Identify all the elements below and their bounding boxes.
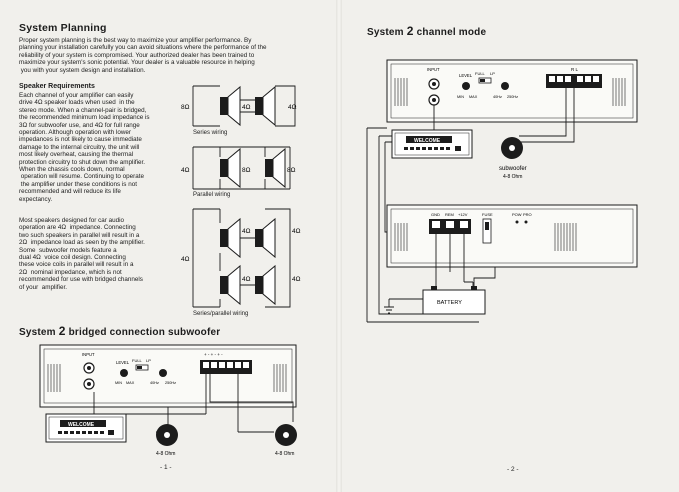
series-caption: Series wiring bbox=[193, 130, 228, 136]
svg-text:LP: LP bbox=[146, 358, 151, 363]
speaker-icon bbox=[220, 217, 241, 259]
svg-text:MIN: MIN bbox=[457, 95, 464, 99]
fuse-icon bbox=[482, 218, 492, 244]
sp-label: 4Ω bbox=[292, 228, 301, 235]
parallel-wiring-diagram: 4Ω 8Ω 8Ω bbox=[181, 146, 296, 190]
speaker-icon bbox=[220, 264, 241, 306]
welcome-display: WELCOME bbox=[68, 422, 95, 428]
svg-text:MAX: MAX bbox=[126, 381, 135, 385]
parallel-label: 4Ω bbox=[181, 167, 190, 174]
series-parallel-caption: Series/parallel wiring bbox=[193, 311, 249, 317]
battery bbox=[422, 289, 486, 315]
speaker-icon bbox=[220, 85, 241, 127]
svg-text:GND: GND bbox=[431, 212, 440, 217]
heatsink-fins-right bbox=[273, 364, 287, 392]
svg-text:LEVEL: LEVEL bbox=[116, 360, 130, 365]
crossover-knob-icon bbox=[501, 82, 509, 90]
sp-label: 4Ω bbox=[181, 256, 190, 263]
speaker-caption-left: 4-8 Ohm bbox=[156, 451, 175, 457]
sp-label: 4Ω bbox=[292, 276, 301, 283]
svg-text:40Hz: 40Hz bbox=[493, 95, 502, 99]
svg-text:FULL: FULL bbox=[132, 358, 143, 363]
parallel-label: 8Ω bbox=[242, 167, 251, 174]
series-parallel-wiring-diagram: 4Ω 4Ω 4Ω 4Ω 4Ω bbox=[181, 208, 301, 308]
level-knob-icon bbox=[462, 82, 470, 90]
svg-text:FUSE: FUSE bbox=[482, 212, 493, 217]
parallel-caption: Parallel wiring bbox=[193, 192, 231, 198]
head-unit bbox=[45, 413, 127, 443]
page-number-left: - 1 - bbox=[160, 464, 172, 471]
level-knob-icon bbox=[120, 369, 128, 377]
subwoofer-caption: subwoofer bbox=[499, 166, 527, 172]
svg-text:LP: LP bbox=[490, 71, 495, 76]
bridged-amplifier-diagram: INPUT LEVEL MIN MAX FULL LP 40Hz 250Hz +… bbox=[39, 344, 297, 457]
speaker-icon bbox=[255, 264, 276, 306]
svg-text:R L: R L bbox=[571, 67, 579, 72]
speaker-icon bbox=[265, 147, 286, 189]
speaker-requirements-text: Each channel of your amplifier can easil… bbox=[19, 92, 150, 203]
sp-label: 4Ω bbox=[242, 276, 251, 283]
sp-label: 4Ω bbox=[242, 228, 251, 235]
svg-text:LEVEL: LEVEL bbox=[459, 73, 473, 78]
series-label: 4Ω bbox=[288, 104, 297, 111]
welcome-display: WELCOME bbox=[414, 138, 441, 144]
heatsink-fins-left bbox=[394, 223, 408, 251]
series-label: 4Ω bbox=[242, 104, 251, 111]
svg-text:MAX: MAX bbox=[469, 95, 478, 99]
head-unit bbox=[391, 129, 473, 159]
svg-text:REM: REM bbox=[445, 212, 454, 217]
svg-text:INPUT: INPUT bbox=[82, 352, 95, 357]
speaker-requirements-title: Speaker Requirements bbox=[19, 83, 95, 90]
right-page: System 2 channel mode INPUT LEVEL MIN MA… bbox=[339, 0, 679, 492]
series-wiring-diagram: 8Ω 4Ω 4Ω bbox=[181, 85, 297, 127]
system-planning-title: System Planning bbox=[19, 22, 107, 34]
book-gutter bbox=[336, 0, 342, 492]
subwoofer-ohm: 4-8 Ohm bbox=[503, 174, 522, 180]
speaker-caption-right: 4-8 Ohm bbox=[275, 451, 294, 457]
intro-paragraph: Proper system planning is the best way t… bbox=[19, 37, 267, 74]
svg-text:POW: POW bbox=[512, 212, 522, 217]
svg-text:PRO: PRO bbox=[523, 212, 532, 217]
crossover-knob-icon bbox=[159, 369, 167, 377]
series-label: 8Ω bbox=[181, 104, 190, 111]
svg-text:250Hz: 250Hz bbox=[507, 95, 518, 99]
heatsink-fins-right bbox=[612, 78, 626, 106]
speaker-icon bbox=[220, 147, 241, 189]
protect-led-icon bbox=[524, 220, 528, 224]
battery-label: BATTERY bbox=[437, 300, 462, 306]
svg-text:MIN: MIN bbox=[115, 381, 122, 385]
speaker-icon bbox=[255, 85, 276, 127]
speaker-design-text: Most speakers designed for car audio ope… bbox=[19, 217, 145, 291]
svg-text:INPUT: INPUT bbox=[427, 67, 440, 72]
svg-text:40Hz: 40Hz bbox=[150, 381, 159, 385]
parallel-label: 8Ω bbox=[287, 167, 296, 174]
channel-mode-diagram: INPUT LEVEL MIN MAX FULL LP 40Hz 250Hz R… bbox=[366, 59, 638, 323]
svg-text:FULL: FULL bbox=[475, 71, 486, 76]
svg-text:+ - + - + -: + - + - + - bbox=[204, 352, 223, 357]
heatsink-fins-right bbox=[554, 223, 577, 251]
power-led-icon bbox=[515, 220, 519, 224]
svg-text:+12V: +12V bbox=[458, 212, 468, 217]
svg-text:250Hz: 250Hz bbox=[165, 381, 176, 385]
page-number-right: - 2 - bbox=[507, 466, 519, 473]
speaker-icon bbox=[255, 217, 276, 259]
channel-mode-title: System 2 channel mode bbox=[367, 24, 487, 38]
left-page: System Planning Proper system planning i… bbox=[0, 0, 339, 492]
heatsink-fins-left bbox=[47, 364, 61, 392]
bridged-connection-title: System 2 bridged connection subwoofer bbox=[19, 324, 221, 338]
heatsink-fins-left bbox=[394, 78, 408, 106]
